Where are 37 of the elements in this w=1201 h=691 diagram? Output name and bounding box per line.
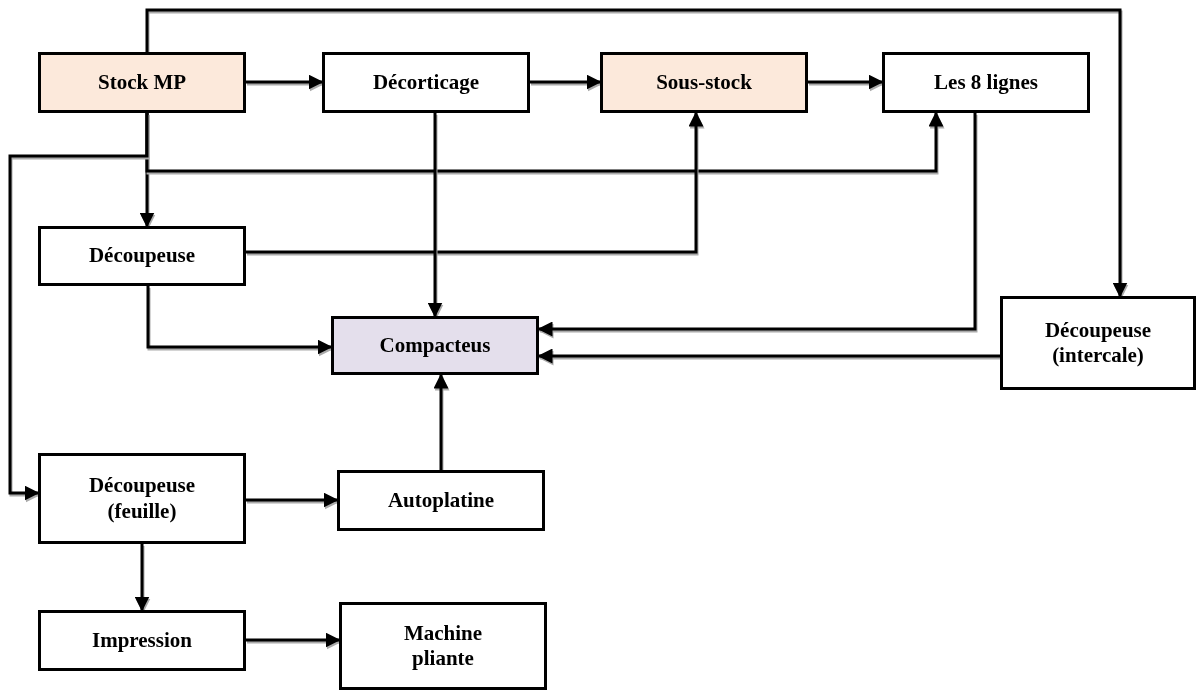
arrow xyxy=(537,113,977,337)
arrow xyxy=(433,373,449,470)
arrow xyxy=(145,111,944,173)
arrow xyxy=(246,111,704,254)
process-box xyxy=(38,610,246,671)
arrow xyxy=(146,286,333,355)
process-box xyxy=(331,316,539,375)
arrow xyxy=(808,74,884,90)
arrow xyxy=(530,74,602,90)
process-box xyxy=(322,52,530,113)
process-box xyxy=(882,52,1090,113)
arrow xyxy=(8,113,149,501)
box-label: Découpeuse xyxy=(88,243,196,269)
box-label: Les 8 lignes xyxy=(934,69,1038,96)
box-label: Machine pliante xyxy=(402,620,484,672)
box-label: Découpeuse (intercale) xyxy=(1043,317,1153,369)
process-box xyxy=(38,226,246,286)
process-box xyxy=(1000,296,1196,390)
arrow xyxy=(246,74,324,90)
arrow xyxy=(246,492,339,508)
box-label: Découpeuse (feuille) xyxy=(87,473,197,524)
process-box xyxy=(38,52,246,113)
box-label: Décorticage xyxy=(372,69,480,96)
arrow xyxy=(427,113,443,318)
box-label: Sous-stock xyxy=(656,69,752,96)
box-label: Impression xyxy=(92,627,192,654)
box-label: Compacteus xyxy=(379,332,491,359)
process-box xyxy=(38,453,246,544)
box-label: Autoplatine xyxy=(387,487,495,514)
arrow xyxy=(537,348,1000,364)
arrow xyxy=(246,632,341,648)
box-label: Stock MP xyxy=(97,69,187,96)
arrow xyxy=(134,544,150,612)
process-box xyxy=(337,470,545,531)
arrow xyxy=(145,8,1128,298)
process-box xyxy=(600,52,808,113)
process-box xyxy=(339,602,547,690)
